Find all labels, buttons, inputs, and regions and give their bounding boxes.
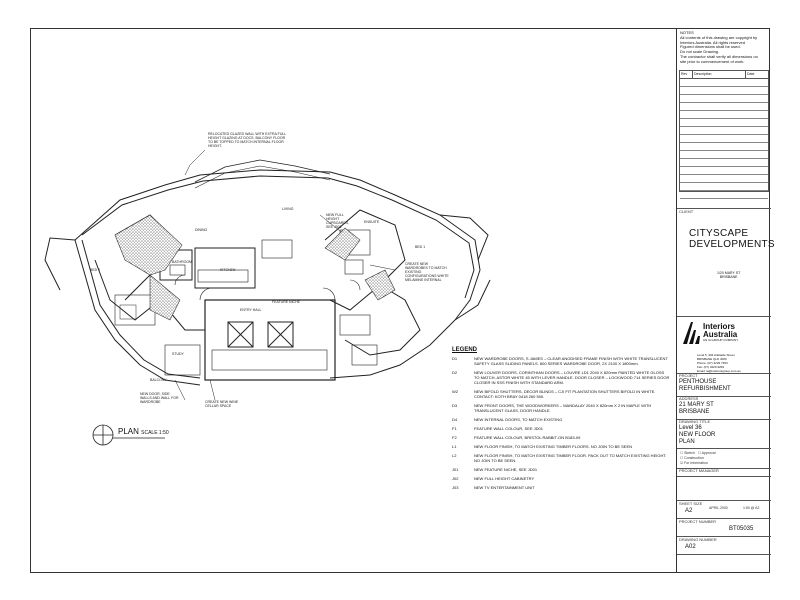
plan-scale: SCALE 1:50	[141, 430, 169, 436]
client-address: 1/20 MARY ST BRISBANE	[717, 271, 741, 280]
room-label-feature-niche: FEATURE NICHE	[272, 300, 300, 304]
room-label-living: LIVING	[282, 207, 294, 211]
project-label: PROJECT	[679, 373, 698, 378]
revision-table: Rev Description Date	[679, 70, 769, 199]
project-address: 21 MARY ST BRISBANE	[679, 402, 714, 415]
legend-title: LEGEND	[452, 347, 478, 353]
plan-title: PLAN SCALE 1:50	[118, 427, 169, 436]
address-label: ADDRESS	[679, 396, 699, 401]
drawing-title: Level 36 NEW FLOOR PLAN	[679, 425, 716, 445]
notes: NOTES All contents of this drawing are c…	[680, 31, 758, 64]
note-full-height-cupboards: NEW FULL HEIGHT CUPBOARDS, SEE J001	[326, 213, 350, 229]
room-label-ensuite: ENSUITE	[364, 220, 380, 224]
room-label-bathroom: BATHROOM	[172, 260, 192, 264]
room-label-dining: DINING	[195, 228, 208, 232]
company-contact: Level 5, 303 Adelaide Street BRISBANE QL…	[697, 353, 741, 373]
room-label-balcony: BALCONY	[150, 378, 167, 382]
feature-hatch-left	[114, 214, 183, 276]
project-manager-label: PROJECT MANAGER	[679, 468, 719, 473]
status-options: ☐ Sketch ☐ Approval ☐ Construction ☑ For…	[680, 451, 716, 466]
company-name: Interiors Australia	[703, 322, 738, 339]
company-tagline: AN IA GROUP COMPANY	[703, 338, 739, 342]
client-name: CITYSCAPE DEVELOPMENTS	[689, 228, 775, 250]
room-label-kitchen: KITCHEN	[220, 268, 236, 272]
room-label-entry-hall: ENTRY HALL	[240, 308, 262, 312]
size-label: SHEET SIZE	[679, 501, 703, 506]
feature-hatch-right	[324, 227, 361, 261]
title-block: NOTES All contents of this drawing are c…	[676, 28, 775, 573]
drawing-number-label: DRAWING NUMBER	[679, 537, 717, 542]
client-label: CLIENT	[679, 209, 694, 214]
entry-hall-box	[204, 299, 336, 381]
note-create-wardrobes: CREATE NEW WARDROBES TO MATCH EXISTING C…	[405, 262, 449, 282]
outer-wall-left	[74, 239, 201, 386]
logo-mark-icon	[683, 322, 700, 344]
drawing-scale: 1:50 @ A2	[743, 506, 760, 510]
outer-wall-top-2	[81, 175, 475, 299]
drawing-number: A02	[685, 544, 696, 550]
drawing-sheet-border	[30, 28, 770, 573]
outer-wall-left-2	[81, 239, 201, 379]
note-wine-cellar: CREATE NEW WINE CELLAR SPACE	[205, 400, 239, 408]
lift-2	[267, 321, 294, 348]
sheet-size: A2	[685, 508, 693, 514]
lift-1	[227, 321, 254, 348]
room-label-bed1: BED 1	[415, 245, 426, 249]
status-option[interactable]: ☐ Sketch ☐ Approval	[680, 451, 716, 455]
floor-plan-drawing	[44, 149, 491, 446]
drawing-date: APRIL 2000	[709, 506, 728, 510]
kitchen-box	[194, 247, 256, 289]
feature-hatch-left-2	[149, 274, 181, 321]
plan-title-text: PLAN	[118, 427, 139, 436]
note-new-door: NEW DOOR, SIDE WALLS AND WALL FOR WARDRO…	[140, 392, 179, 404]
project-name: PENTHOUSE REFURBISHMENT	[679, 379, 731, 392]
company-logo: Interiors Australia AN IA GROUP COMPANY	[681, 320, 767, 350]
outer-wall-top	[74, 169, 481, 321]
feature-hatch-right-2	[364, 269, 396, 301]
status-option[interactable]: ☐ Construction	[680, 456, 704, 460]
note-glazed-wall: RELOCATED GLAZED WALL WITH EXTRA FULL HE…	[208, 132, 287, 148]
status-option[interactable]: ☑ For Information	[680, 461, 708, 465]
room-label-study: STUDY	[172, 352, 184, 356]
project-number: BT05035	[729, 526, 754, 532]
outer-wall-right	[329, 319, 456, 379]
drawing-title-label: DRAWING TITLE	[679, 419, 711, 424]
project-number-label: PROJECT NUMBER	[679, 519, 717, 524]
room-label-bed2: BED 2	[90, 268, 101, 272]
